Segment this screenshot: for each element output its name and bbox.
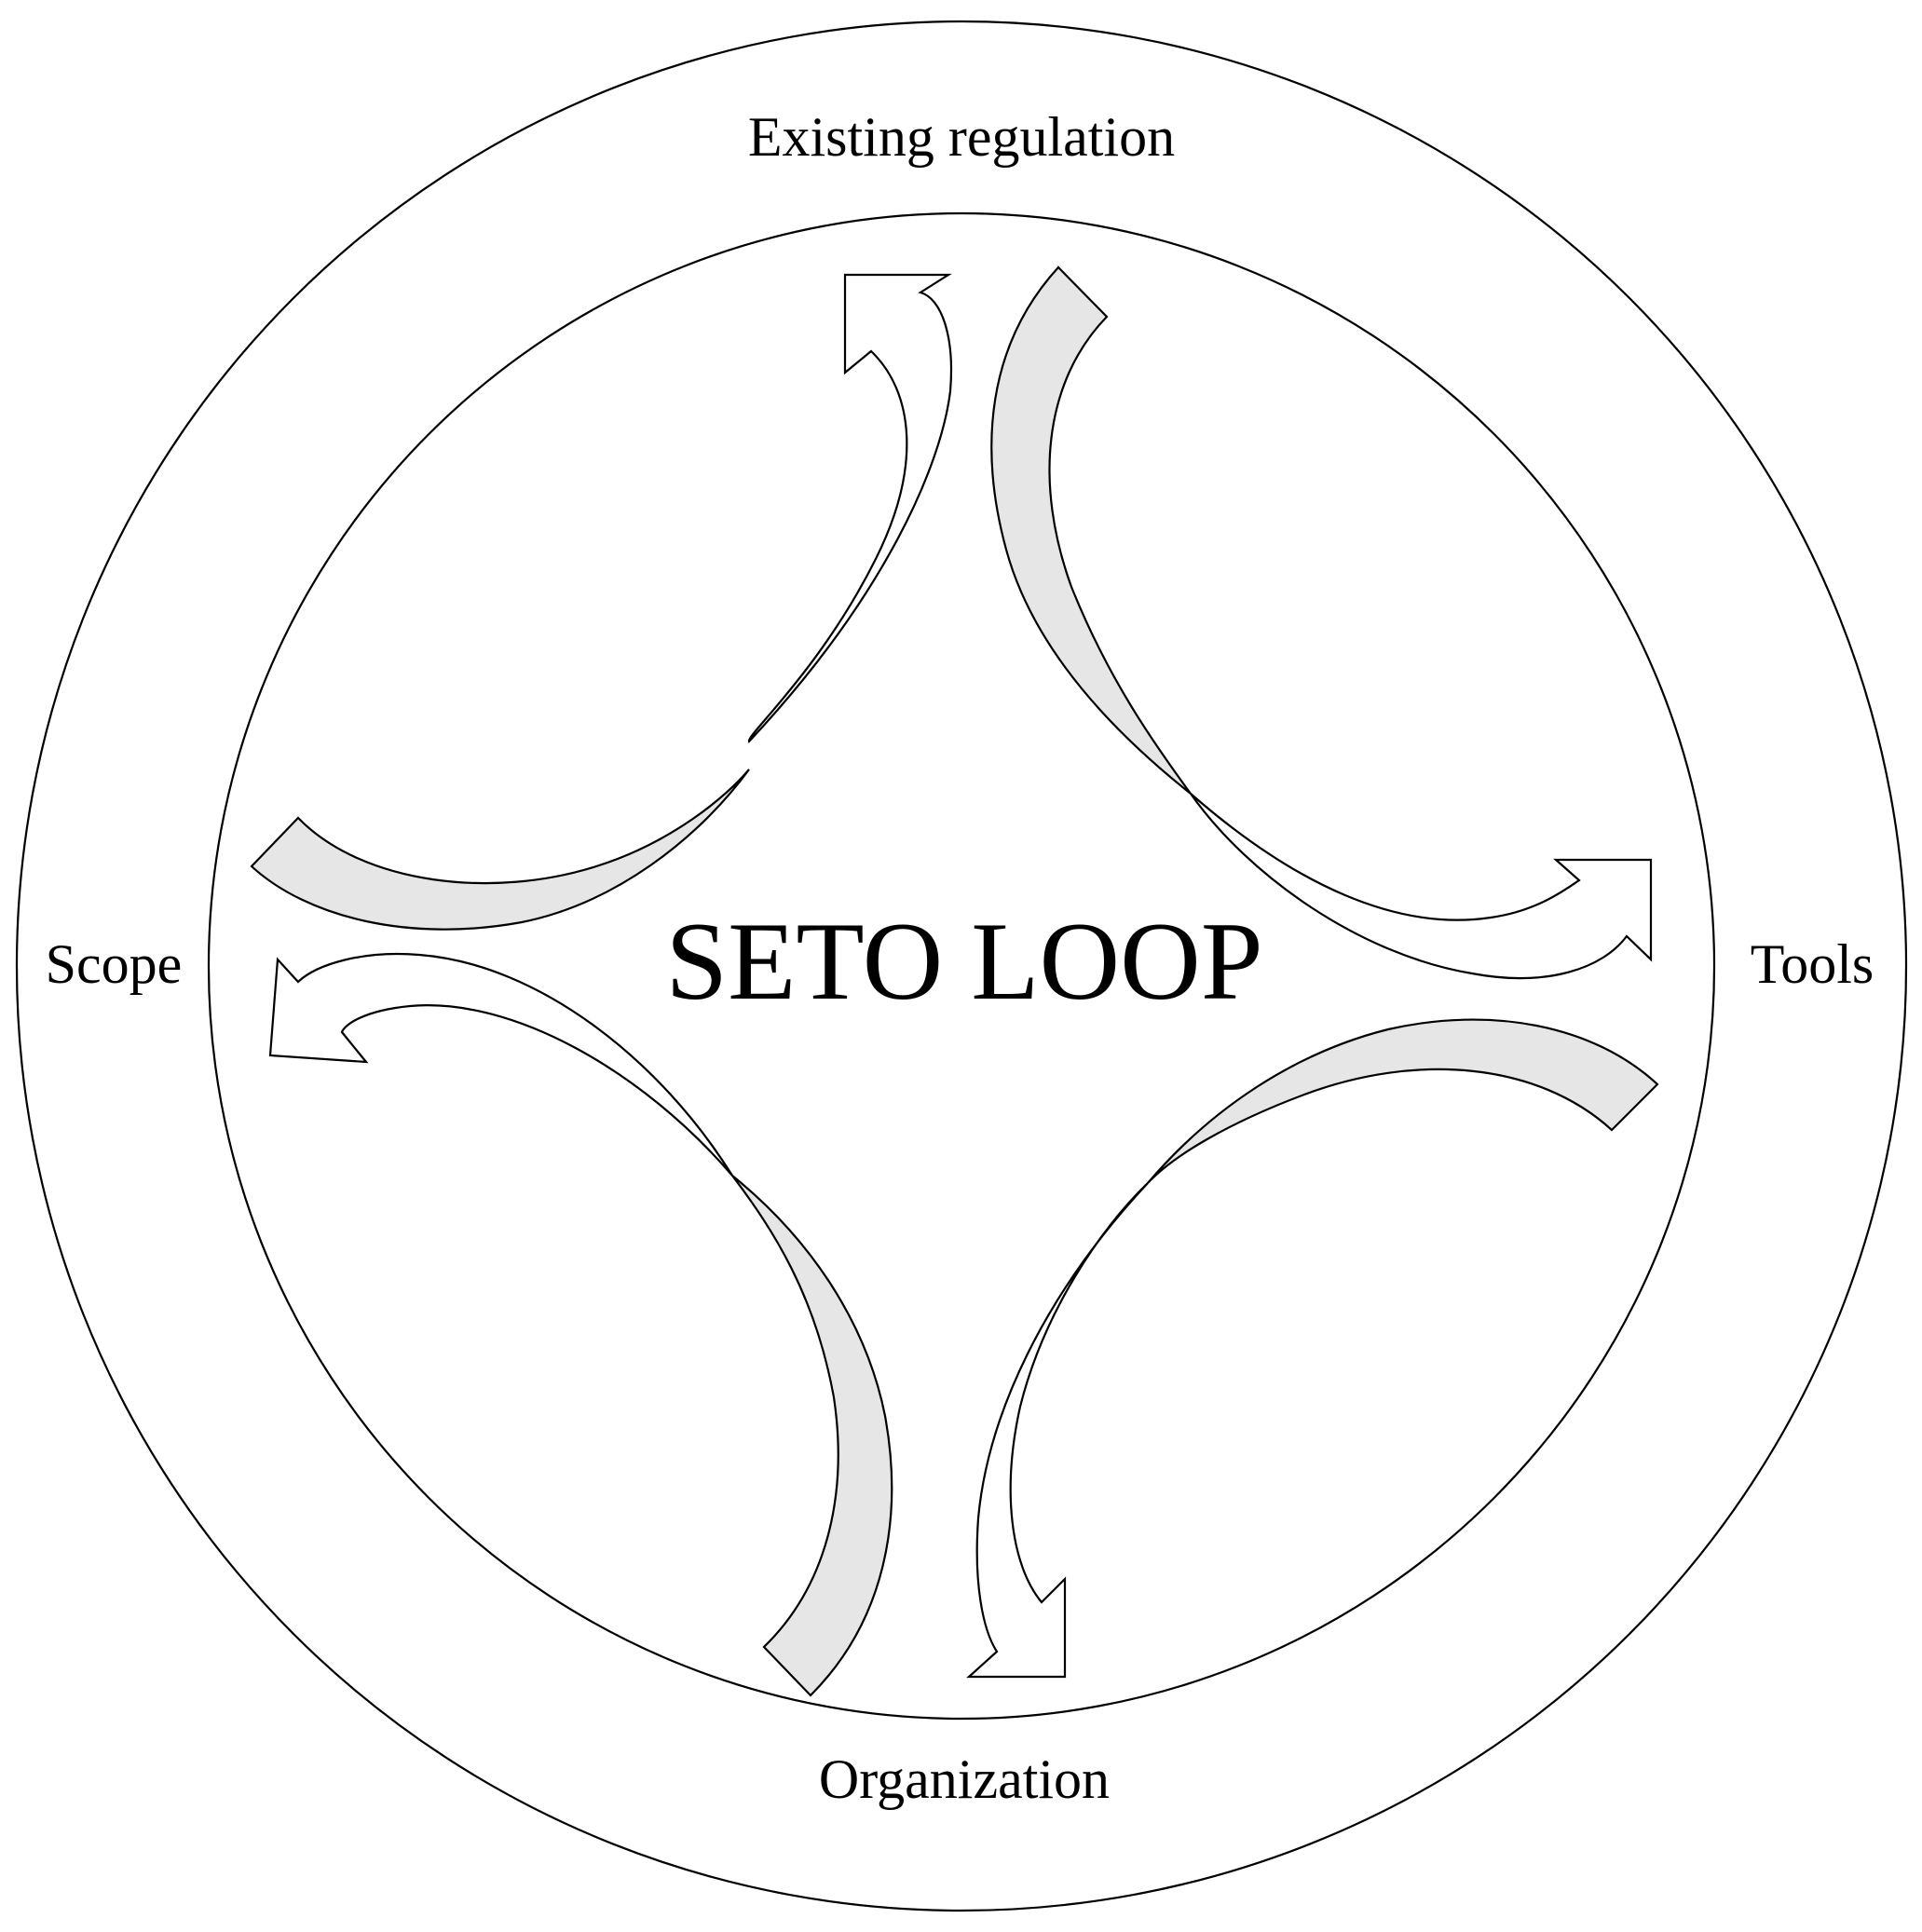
arrow-to-scope [268, 952, 733, 1177]
arrow-to-organization [966, 1182, 1149, 1679]
center-label-seto-loop: SETO LOOP [665, 899, 1262, 1023]
arrow-from-organization [731, 1175, 893, 1697]
label-existing-regulation: Existing regulation [748, 106, 1175, 168]
outer-ring [15, 20, 1908, 1912]
arrow-from-tools [1147, 1018, 1659, 1184]
arrow-to-tools [1190, 793, 1653, 980]
label-organization: Organization [819, 1748, 1110, 1810]
arrow-to-existing-regulation [747, 273, 952, 743]
arrow-from-existing-regulation [990, 265, 1192, 795]
label-tools: Tools [1751, 933, 1874, 995]
arrow-from-scope [250, 769, 750, 931]
label-scope: Scope [46, 933, 183, 995]
inner-ring [207, 211, 1716, 1721]
